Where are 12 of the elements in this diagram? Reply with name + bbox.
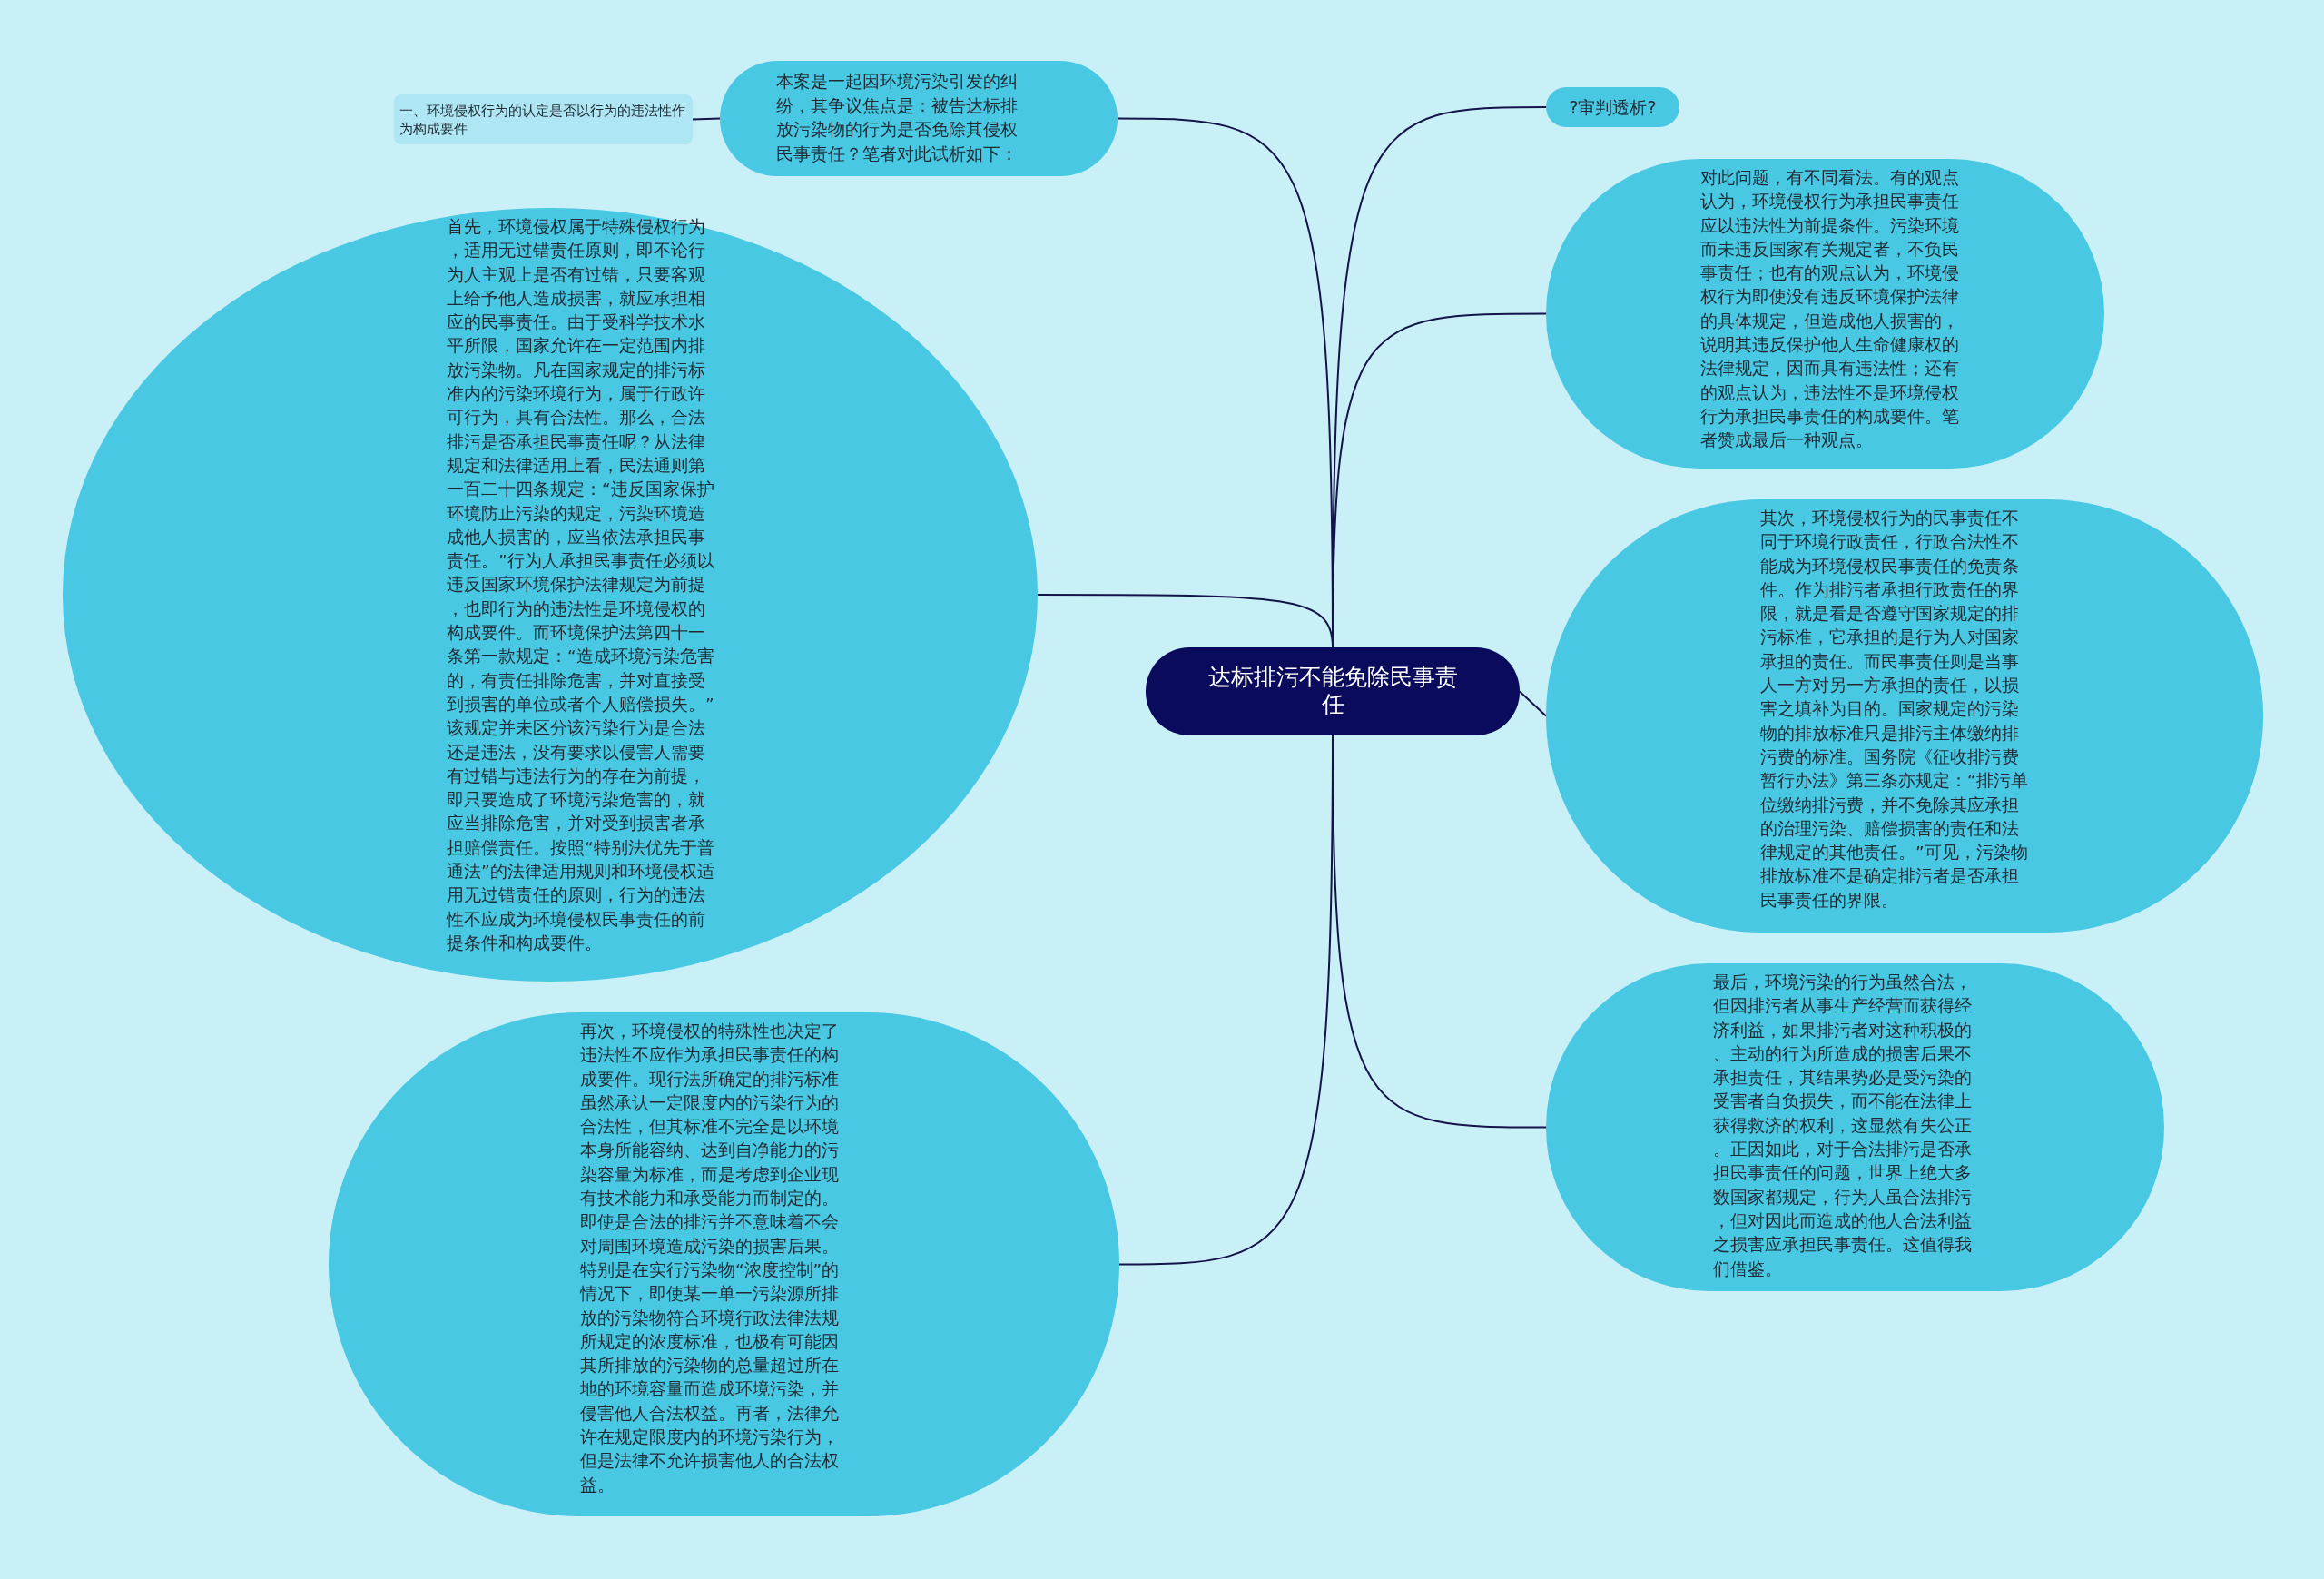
topic-text: 本案是一起因环境污染引发的纠纷，其争议焦点是：被告达标排放污染物的行为是否免除其侵权民事责任？笔者对此试析如下： xyxy=(776,71,1019,165)
connector-line xyxy=(1519,690,1547,717)
topic-text: 达标排污不能免除民事责任 xyxy=(1206,664,1459,718)
topic-bubble xyxy=(394,94,693,144)
topic-text: 最后，环境污染的行为虽然合法，但因排污者从事生产经营而获得经济利益，如果排污者对这种积极的、主动的行为所造成的损害后果不承担责任，其结果势必是受污染的受害者自负损失，而不能在法律上获得救济的权利，这显然有失公正。正因如此，对于合法排污是否承担民事责任的问题，世界上绝大多数国家都规定，行为人虽合法排污，但对因此而造成的他人合法利益之损害应承担民事责任。这值得我们借鉴。 xyxy=(1713,972,1973,1280)
topic-bubble xyxy=(1546,87,1679,127)
topic-text: 对此问题，有不同看法。有的观点认为，环境侵权行为承担民事责任应以违法性为前提条件。污染环境而未违反国家有关规定者，不负民事责任；也有的观点认为，环境侵权行为即使没有违反环境保护法律的具体规定，但造成他人损害的，说明其违反保护他人生命健康权的法律规定，因而具有违法性；还有的观点认为，违法性不是环境侵权行为承担民事责任的构成要件。笔者赞成最后一种观点。 xyxy=(1700,167,1960,452)
topic-text: ?审判透析? xyxy=(1568,96,1658,119)
topic-text: 再次，环境侵权的特殊性也决定了违法性不应作为承担民事责任的构成要件。现行法所确定的排污标准虽然承认一定限度内的污染行为的合法性，但其标准不完全是以环境本身所能容纳、达到自净能力的污染容量为标准，而是考虑到企业现有技术能力和承受能力而制定的。即使是合法的排污并不意味着不会对周围环境造成污染的损害后果。特别是在实行污染物“浓度控制”的情况下，即使某一单一污染源所排放的污染物符合环境行政法律法规所规定的浓度标准，也极有可能因其所排放的污染物的总量超过所在地的环境容量而造成环境污染，并侵害他人合法权益。再者，法律允许在规定限度内的环境污染行为，但是法律不允许损害他人的合法权益。 xyxy=(580,1021,841,1496)
topic-text: 其次，环境侵权行为的民事责任不同于环境行政责任，行政合法性不能成为环境侵权民事责任的免责条件。作为排污者承担行政责任的界限，就是看是否遵守国家规定的排污标准，它承担的是行为人对国家承担的责任。而民事责任则是当事人一方对另一方承担的责任，以损害之填补为目的。国家规定的污染物的排放标准只是排污主体缴纳排污费的标准。国务院《征收排污费暂行办法》第三条亦规定：“排污单位缴纳排污费，并不免除其应承担的治理污染、赔偿损害的责任和法律规定的其他责任。”可见，污染物排放标准不是确定排污者是否承担民事责任的界限。 xyxy=(1760,508,2029,912)
topic-text: 一、环境侵权行为的认定是否以行为的违法性作为构成要件 xyxy=(399,103,686,138)
connector-line xyxy=(692,117,721,121)
